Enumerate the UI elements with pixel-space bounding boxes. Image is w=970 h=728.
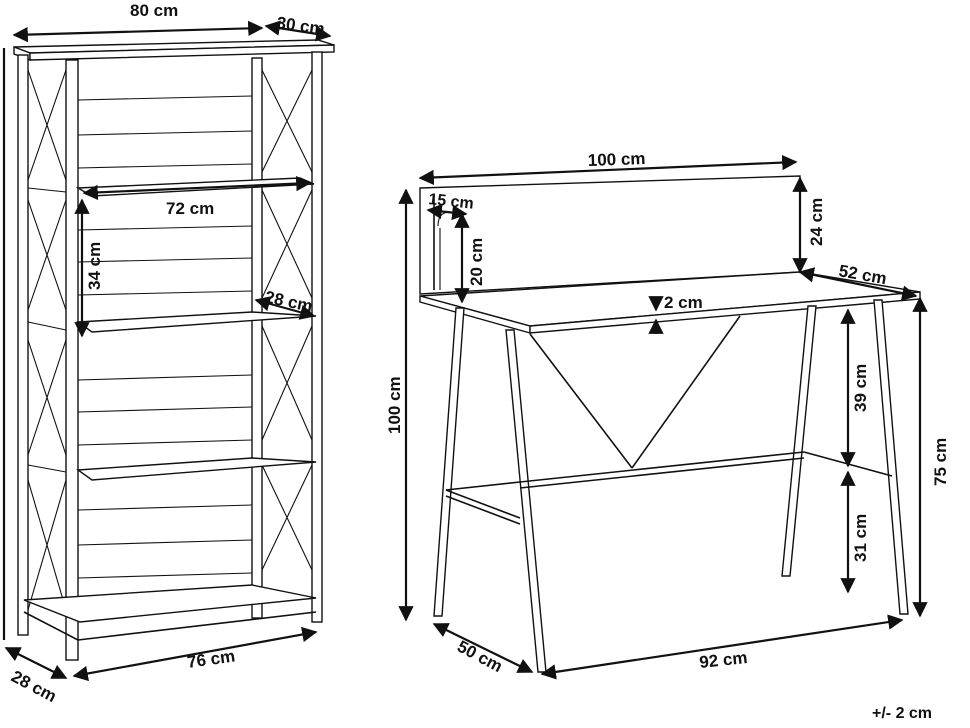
- bookcase-base-width-label: 76 cm: [186, 646, 236, 672]
- dim-shelf-width-arrow: [82, 175, 312, 201]
- bookcase-base-depth-label: 28 cm: [8, 667, 59, 706]
- bookcase-shelf-width-label: 72 cm: [166, 199, 214, 218]
- dim-foot-depth-arrow: [432, 623, 534, 673]
- desk-shelf-depth-label: 15 cm: [428, 191, 475, 213]
- desk-table-height-label: 75 cm: [931, 438, 950, 486]
- desk-back-height-label: 24 cm: [807, 198, 826, 246]
- desk-foot-width-label: 92 cm: [698, 648, 748, 672]
- dim-shelf-depth-arrow: [254, 296, 316, 320]
- bookcase-width-label: 80 cm: [130, 1, 178, 20]
- desk-top-width-label: 100 cm: [587, 149, 645, 170]
- tolerance-note: +/- 2 cm: [872, 705, 932, 722]
- desk-top-thickness-label: 2 cm: [664, 293, 703, 312]
- dim-depth-arrow: [264, 20, 332, 42]
- dim-top-depth-arrow: [798, 267, 918, 301]
- dim-width-arrow: [12, 20, 264, 43]
- bookcase-drawing: [13, 39, 335, 661]
- desk-lower-clearance-label: 31 cm: [851, 514, 870, 562]
- desk-drawing: [419, 175, 921, 673]
- desk-upright-height-label: 20 cm: [467, 238, 486, 286]
- bookcase-depth-label: 30 cm: [275, 13, 325, 39]
- bookcase-shelf-depth-label: 28 cm: [263, 287, 314, 316]
- desk-total-height-label: 100 cm: [385, 376, 404, 434]
- dim-foot-width-arrow: [540, 614, 904, 680]
- dim-base-width-arrow: [72, 626, 318, 682]
- bookcase-shelf-gap-label: 34 cm: [85, 242, 104, 290]
- dim-base-depth-arrow: [4, 647, 68, 679]
- desk-foot-depth-label: 50 cm: [454, 637, 505, 676]
- dim-top-width-arrow: [418, 154, 798, 186]
- desk-upper-clearance-label: 39 cm: [851, 364, 870, 412]
